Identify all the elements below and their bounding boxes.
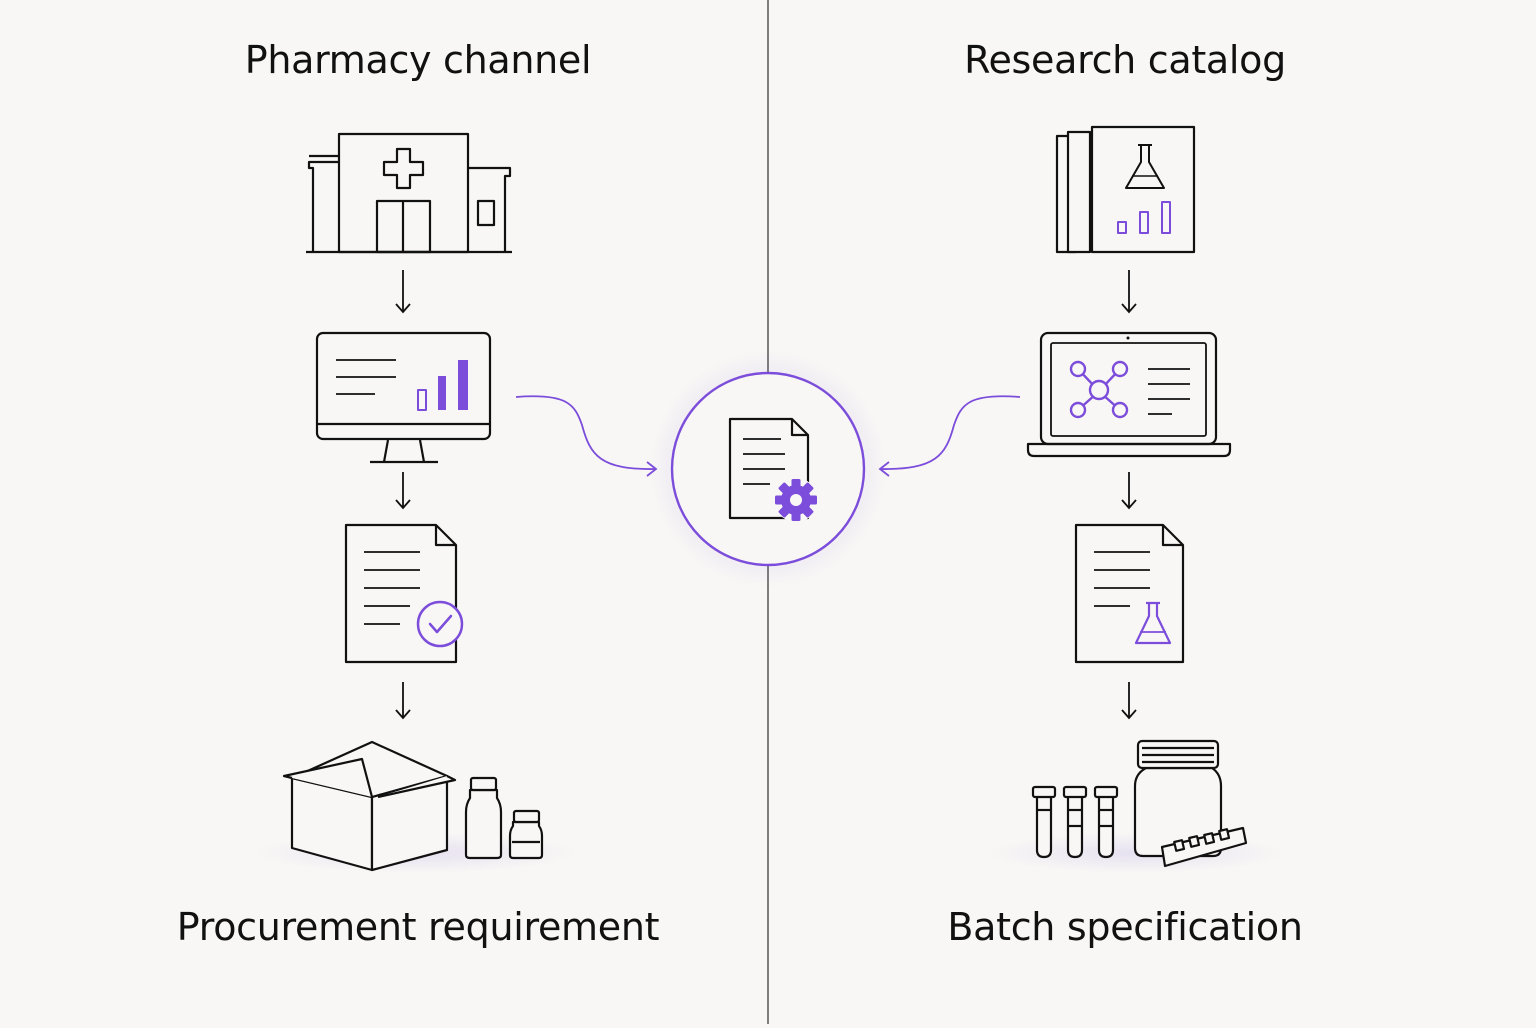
box-and-bottles-icon — [254, 740, 578, 873]
research-book-icon — [1055, 125, 1196, 254]
test-tubes-and-jar-icon — [988, 739, 1284, 873]
left-panel-title: Pharmacy channel — [244, 38, 592, 82]
flow-arrow — [395, 270, 411, 314]
flow-arrow — [1121, 472, 1137, 510]
document-gear-icon — [728, 417, 818, 522]
flow-arrow — [1121, 270, 1137, 314]
monitor-chart-icon — [315, 331, 492, 464]
verified-document-icon — [344, 523, 464, 664]
flow-arrow — [1121, 682, 1137, 720]
left-panel-caption: Procurement requirement — [176, 905, 660, 949]
hospital-icon — [306, 132, 512, 254]
flow-arrow — [395, 472, 411, 510]
flow-connector-right — [878, 395, 1021, 477]
right-panel-title: Research catalog — [964, 38, 1286, 82]
center-node — [670, 371, 866, 567]
lab-document-icon — [1074, 523, 1185, 664]
flow-connector-left — [515, 395, 658, 477]
laptop-network-icon — [1026, 331, 1232, 458]
right-panel-caption: Batch specification — [947, 905, 1303, 949]
flow-arrow — [395, 682, 411, 720]
